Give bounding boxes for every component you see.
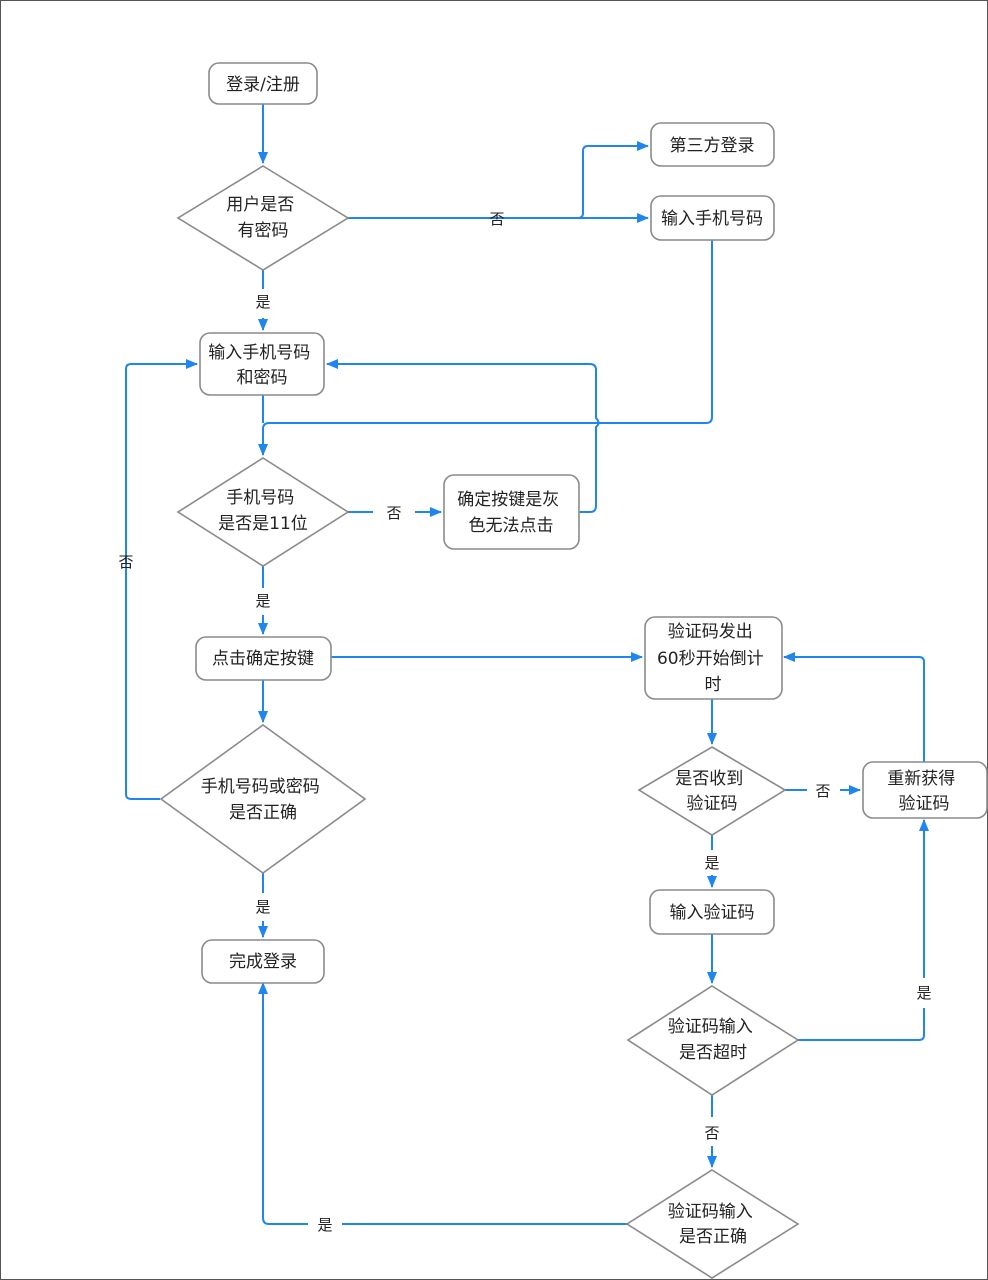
svg-text:第三方登录: 第三方登录 [670,136,755,156]
node-phone-or-pwd-correct: 手机号码或密码 是否正确 [159,724,367,874]
label-haspwd-yes: 是 [255,293,270,311]
label-pwdcorrect-no: 否 [118,553,133,571]
label-digits-yes: 是 [255,592,270,610]
label-pwdcorrect-yes: 是 [255,898,270,916]
svg-text:重新获得 验证码: 重新获得 验证码 [887,769,960,814]
edge-timeout-to-getagain [798,820,924,1041]
svg-text:验证码发出 60秒开始倒计 时: 验证码发出 60秒开始倒计 时 [657,622,769,695]
label-haspwd-no: 否 [489,210,504,228]
node-code-correct: 验证码输入 是否正确 [625,1169,800,1279]
svg-text:用户是否 有密码: 用户是否 有密码 [226,195,299,241]
label-timeout-yes: 是 [916,984,931,1002]
svg-text:点击确定按键: 点击确定按键 [212,649,314,669]
svg-text:输入手机号码: 输入手机号码 [661,209,763,229]
node-code-sent: 验证码发出 60秒开始倒计 时 [644,616,783,700]
node-input-phone-password: 输入手机号码 和密码 [199,332,325,396]
svg-text:输入验证码: 输入验证码 [670,903,755,923]
svg-text:验证码输入 是否正确: 验证码输入 是否正确 [668,1202,758,1247]
edge-labels: 否 是 否 是 否 是 否 是 是 否 是 [118,210,931,1234]
node-code-timeout: 验证码输入 是否超时 [626,985,800,1096]
node-third-party-login: 第三方登录 [650,122,775,167]
edge-getagain-to-codesent [783,652,925,762]
node-confirm-gray: 确定按键是灰 色无法点击 [443,474,580,550]
node-code-received: 是否收到 验证码 [637,746,787,836]
edges [125,104,925,1225]
node-click-confirm: 点击确定按键 [195,636,332,681]
label-timeout-no: 否 [704,1124,719,1142]
edge-inputphone-to-digits [258,240,713,456]
edge-codecorrect-to-complete [263,983,627,1225]
edge-haspwd-to-thirdparty [348,141,649,219]
node-login-complete: 完成登录 [201,939,325,984]
node-input-phone: 输入手机号码 [650,195,775,241]
edge-gray-to-inputphonepwd [326,359,600,513]
svg-text:输入手机号码 和密码: 输入手机号码 和密码 [208,343,315,388]
node-input-code: 输入验证码 [649,889,775,935]
label-codecorrect-yes: 是 [317,1216,332,1234]
svg-text:确定按键是灰 色无法点击: 确定按键是灰 色无法点击 [457,490,564,536]
node-is-11-digits: 手机号码 是否是11位 [176,457,350,567]
svg-text:是否收到 验证码: 是否收到 验证码 [675,769,748,814]
label-received-yes: 是 [704,854,719,872]
label-digits-no: 否 [386,504,401,522]
node-login-register: 登录/注册 [208,62,318,105]
svg-text:手机号码 是否是11位: 手机号码 是否是11位 [218,488,308,534]
svg-text:手机号码或密码 是否正确: 手机号码或密码 是否正确 [201,777,325,823]
svg-text:登录/注册: 登录/注册 [226,75,300,95]
label-received-no: 否 [815,782,830,800]
edge-pwdcorrect-to-inputphonepwd [125,359,198,800]
svg-text:验证码输入 是否超时: 验证码输入 是否超时 [668,1017,758,1063]
svg-text:完成登录: 完成登录 [229,952,297,972]
node-get-code-again: 重新获得 验证码 [862,761,988,819]
node-has-password: 用户是否 有密码 [176,165,350,271]
